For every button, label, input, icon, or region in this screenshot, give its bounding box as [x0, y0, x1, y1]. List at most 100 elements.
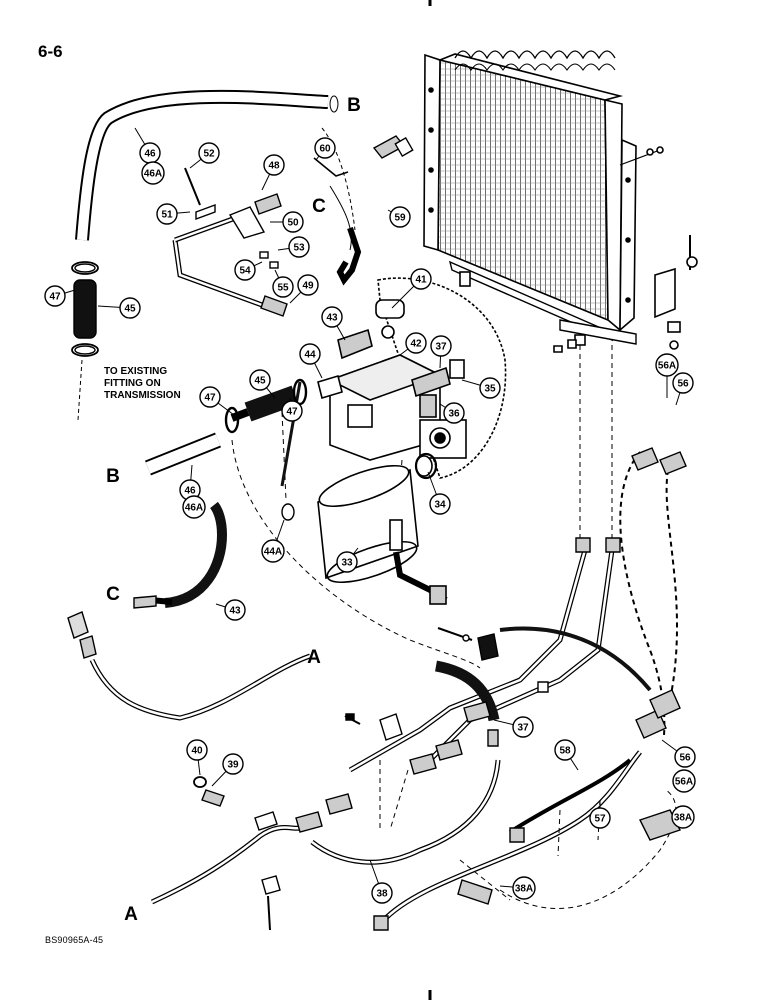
callout-bubble	[671, 805, 695, 829]
callout-bubble	[336, 551, 358, 573]
callout-37: 37	[430, 335, 452, 357]
note-line-1: TO EXISTING	[104, 366, 168, 377]
reference-letter-group: B C B C A A	[106, 95, 361, 925]
reference-letter-a: A	[124, 904, 138, 925]
callout-bubble	[224, 599, 246, 621]
callout-36: 36	[443, 402, 465, 424]
callout-label: 43	[229, 606, 241, 617]
reference-letter-c: C	[312, 196, 326, 217]
callout-bubble	[512, 716, 534, 738]
callout-bubble	[288, 236, 310, 258]
callout-label: 57	[594, 814, 606, 825]
callout-bubble	[234, 259, 256, 281]
transmission-fitting-note: TO EXISTING FITTING ON TRANSMISSION	[104, 366, 181, 402]
callout-46a: 46A	[141, 161, 165, 185]
callout-38a: 38A	[671, 805, 695, 829]
callout-label: 46A	[144, 169, 162, 180]
callout-bubble	[672, 372, 694, 394]
callout-label: 39	[227, 760, 239, 771]
callout-56: 56	[674, 746, 696, 768]
callout-label: 50	[287, 218, 299, 229]
callout-bubble	[429, 493, 451, 515]
callout-bubble	[672, 769, 696, 793]
callout-40: 40	[186, 739, 208, 761]
callout-bubble	[389, 206, 411, 228]
callout-58: 58	[554, 739, 576, 761]
callout-label: 46	[184, 486, 196, 497]
callout-bubble	[410, 268, 432, 290]
callout-52: 52	[198, 142, 220, 164]
callout-45: 45	[119, 297, 141, 319]
callout-label: 38A	[515, 884, 533, 895]
callout-label: 37	[517, 723, 529, 734]
reference-letter-c: C	[106, 584, 120, 605]
callout-34: 34	[429, 493, 451, 515]
filter-and-adapter	[317, 277, 507, 605]
callout-bubble	[261, 539, 285, 563]
figure-code: BS90965A-45	[45, 935, 104, 945]
callout-label: 56A	[658, 361, 676, 372]
callout-42: 42	[405, 332, 427, 354]
callout-label: 47	[49, 292, 61, 303]
callout-bubble	[674, 746, 696, 768]
callout-43: 43	[224, 599, 246, 621]
callout-47: 47	[281, 400, 303, 422]
callout-label: 44	[304, 350, 316, 361]
callout-label: 47	[286, 407, 298, 418]
callout-43: 43	[321, 306, 343, 328]
callout-bubble	[249, 369, 271, 391]
callout-bubble	[321, 306, 343, 328]
callout-56a: 56A	[655, 353, 679, 377]
callout-label: 56	[679, 753, 691, 764]
callout-41: 41	[410, 268, 432, 290]
hoses-and-tubes	[71, 89, 678, 924]
reference-letter-b: B	[106, 466, 120, 487]
callout-label: 53	[293, 243, 305, 254]
callout-label: 43	[326, 313, 338, 324]
callout-bubble	[282, 211, 304, 233]
callout-bubble	[512, 876, 536, 900]
callout-label: 56A	[675, 777, 693, 788]
callout-46a: 46A	[182, 495, 206, 519]
callout-label: 42	[410, 339, 422, 350]
callout-47: 47	[199, 386, 221, 408]
callout-label: 48	[268, 161, 280, 172]
callout-label: 46	[144, 149, 156, 160]
reference-letter-a: A	[307, 647, 321, 668]
callout-bubble	[655, 353, 679, 377]
callout-bubble	[198, 142, 220, 164]
callout-bubble	[156, 203, 178, 225]
callout-bubble	[182, 495, 206, 519]
callout-38a: 38A	[512, 876, 536, 900]
callout-label: 45	[124, 304, 136, 315]
callout-label: 34	[434, 500, 446, 511]
callout-56: 56	[672, 372, 694, 394]
callout-35: 35	[479, 377, 501, 399]
callout-label: 60	[319, 144, 331, 155]
callout-37: 37	[512, 716, 534, 738]
callout-label: 55	[277, 283, 289, 294]
page-number: 6-6	[38, 42, 63, 61]
callout-53: 53	[288, 236, 310, 258]
callout-label: 44A	[264, 547, 282, 558]
callout-48: 48	[263, 154, 285, 176]
callout-bubble	[281, 400, 303, 422]
callout-bubble	[186, 739, 208, 761]
callout-33: 33	[336, 551, 358, 573]
callout-label: 54	[239, 266, 251, 277]
callout-bubble	[371, 882, 393, 904]
callout-55: 55	[272, 276, 294, 298]
callout-51: 51	[156, 203, 178, 225]
callout-44a: 44A	[261, 539, 285, 563]
callout-label: 38A	[674, 813, 692, 824]
note-line-2: FITTING ON	[104, 378, 161, 389]
callout-label: 40	[191, 746, 203, 757]
reference-letter-b: B	[347, 95, 361, 116]
callout-label: 38	[376, 889, 388, 900]
callout-46: 46	[139, 142, 161, 164]
callout-60: 60	[314, 137, 336, 159]
callout-label: 46A	[185, 503, 203, 514]
callout-bubble	[299, 343, 321, 365]
